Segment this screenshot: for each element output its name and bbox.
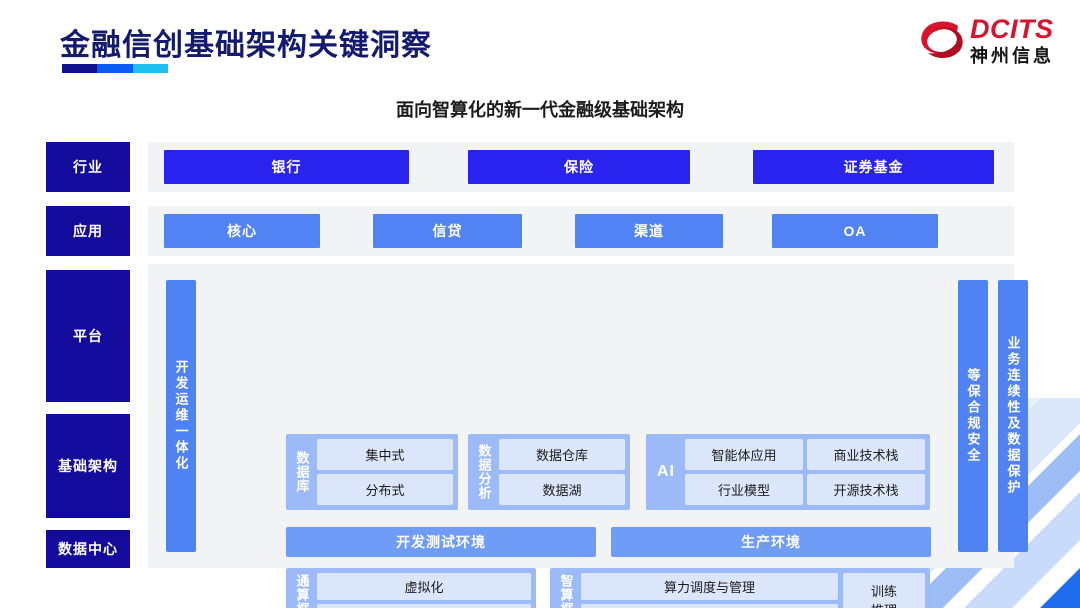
industry-band: 银行 保险 证券基金 (148, 142, 1014, 192)
application-chip-channel[interactable]: 渠道 (575, 214, 723, 248)
cell-cloud[interactable]: 云 (317, 604, 531, 608)
vertical-bar-devops[interactable]: 开发运维一体化 (166, 280, 196, 552)
cell-data-warehouse[interactable]: 数据仓库 (499, 439, 625, 470)
logo-en: DCITS (970, 14, 1054, 44)
cell-train-inference[interactable]: 训练 推理 (843, 573, 925, 608)
cell-data-lake[interactable]: 数据湖 (499, 474, 625, 505)
cell-compute-scheduling[interactable]: 算力调度与管理 (581, 573, 838, 600)
cell-centralized[interactable]: 集中式 (317, 439, 453, 470)
industry-chip-bank[interactable]: 银行 (164, 150, 409, 184)
application-band: 核心 信贷 渠道 OA (148, 206, 1014, 256)
application-items: 核心 信贷 渠道 OA (164, 214, 998, 248)
dcits-swoosh-icon (918, 19, 964, 63)
cell-commercial-tech-stack[interactable]: 商业技术栈 (807, 439, 925, 470)
group-body-data-analysis: 数据仓库 数据湖 (499, 439, 625, 505)
platform-infrastructure-band (148, 264, 1014, 568)
group-body-ai: 智能体应用 商业技术栈 行业模型 开源技术栈 (685, 439, 925, 505)
layer-label-infrastructure: 基础架构 (46, 414, 130, 518)
page-subtitle: 面向智算化的新一代金融级基础架构 (396, 100, 684, 120)
group-data-analysis: 数据分析 数据仓库 数据湖 (468, 434, 630, 510)
group-label-data-analysis: 数据分析 (476, 444, 492, 500)
layer-label-platform: 平台 (46, 270, 130, 402)
group-body-database: 集中式 分布式 (317, 439, 453, 505)
group-general-compute-framework: 通算框架 虚拟化 云 (286, 568, 536, 608)
group-body-intelligent-compute-framework: 算力调度与管理 数据处理与管理 训练 推理 (581, 573, 925, 608)
group-label-intelligent-compute-framework: 智算框架 (558, 574, 574, 608)
page-title: 金融信创基础架构关键洞察 (60, 29, 432, 62)
application-chip-oa[interactable]: OA (772, 214, 938, 248)
cell-data-processing[interactable]: 数据处理与管理 (581, 604, 838, 608)
title-accent-bar (62, 64, 168, 73)
application-chip-core[interactable]: 核心 (164, 214, 320, 248)
vertical-bar-business-continuity[interactable]: 业务连续性及数据保护 (998, 280, 1028, 552)
accent-segment-3 (132, 64, 168, 73)
industry-items: 银行 保险 证券基金 (164, 150, 998, 184)
layer-label-industry: 行业 (46, 142, 130, 192)
cell-distributed[interactable]: 分布式 (317, 474, 453, 505)
intel-stacked-cells: 算力调度与管理 数据处理与管理 (581, 573, 838, 608)
vertical-bar-security-compliance[interactable]: 等保合规安全 (958, 280, 988, 552)
group-label-ai: AI (657, 463, 675, 480)
accent-segment-2 (97, 64, 133, 73)
industry-chip-insurance[interactable]: 保险 (468, 150, 690, 184)
group-database: 数据库 集中式 分布式 (286, 434, 458, 510)
group-body-general-compute-framework: 虚拟化 云 (317, 573, 531, 608)
accent-segment-1 (62, 64, 98, 73)
group-label-general-compute-framework: 通算框架 (294, 574, 310, 608)
group-intelligent-compute-framework: 智算框架 算力调度与管理 数据处理与管理 训练 推理 (550, 568, 930, 608)
cell-inference-label: 推理 (871, 602, 897, 608)
group-ai: AI 智能体应用 商业技术栈 行业模型 开源技术栈 (646, 434, 930, 510)
cell-open-source-tech-stack[interactable]: 开源技术栈 (807, 474, 925, 505)
logo-cn: 神州信息 (970, 46, 1054, 66)
group-label-database: 数据库 (294, 451, 310, 493)
env-bar-dev-test[interactable]: 开发测试环境 (286, 527, 596, 557)
architecture-diagram: 行业 应用 平台 基础架构 数据中心 银行 保险 证券基金 核心 信贷 渠道 (46, 142, 1028, 608)
cell-industry-model[interactable]: 行业模型 (685, 474, 803, 505)
industry-chip-securities-fund[interactable]: 证券基金 (753, 150, 994, 184)
cell-train-label: 训练 (870, 584, 897, 600)
logo-text: DCITS 神州信息 (970, 14, 1054, 66)
layer-label-data-center: 数据中心 (46, 530, 130, 568)
application-chip-credit[interactable]: 信贷 (373, 214, 522, 248)
cell-virtualization[interactable]: 虚拟化 (317, 573, 531, 600)
env-bar-production[interactable]: 生产环境 (611, 527, 931, 557)
dcits-logo: DCITS 神州信息 (918, 16, 1054, 65)
cell-agent-application[interactable]: 智能体应用 (685, 439, 803, 470)
layer-label-application: 应用 (46, 206, 130, 256)
